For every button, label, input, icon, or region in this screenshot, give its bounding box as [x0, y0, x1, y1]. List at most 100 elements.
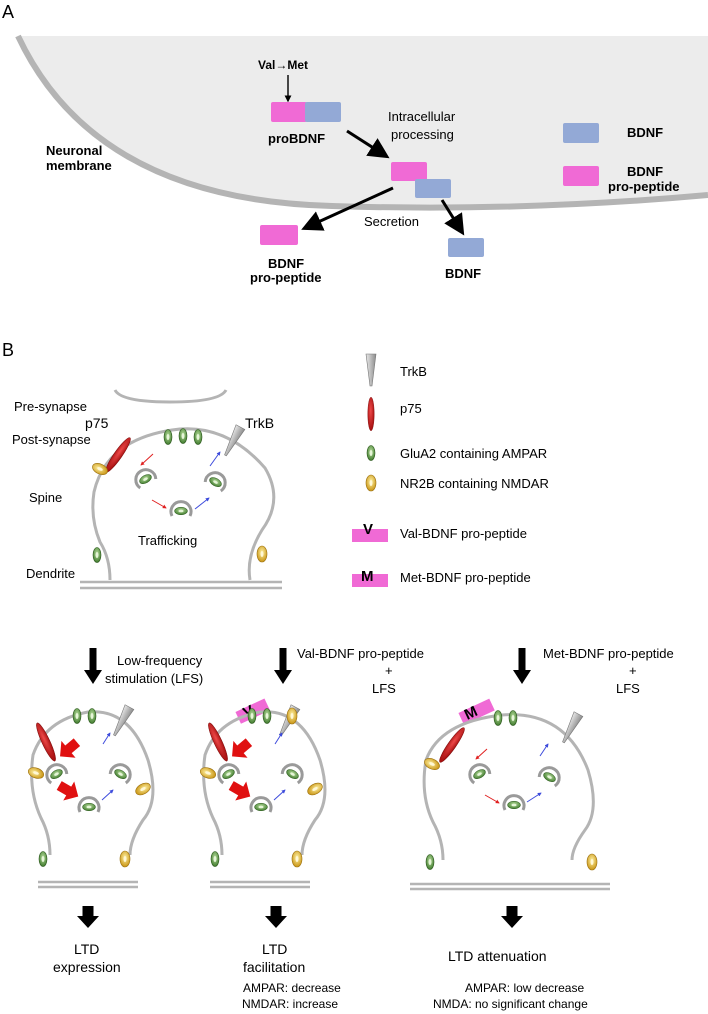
neuron-cytoplasm: [18, 36, 708, 208]
red-arrow-trafficking: [151, 499, 167, 509]
vesicle-endocytic: [130, 464, 159, 490]
ampar-dendrite: [92, 547, 102, 563]
legend-propeptide-label-line1: BDNF: [627, 164, 663, 179]
spine-val-vesicle-2: [249, 796, 273, 814]
processing-label-line1: Intracellular: [388, 109, 456, 124]
processing-arrow: [346, 129, 390, 159]
spine-met: [410, 710, 610, 891]
ampar-surface-3: [193, 429, 203, 445]
probdnf-propeptide-block: [271, 102, 307, 122]
secretion-label: Secretion: [364, 214, 419, 229]
spine-val-nmdar-1: [198, 765, 218, 781]
condition1-stim-line1: Low-frequency: [117, 653, 203, 668]
legend-met-glyph: M: [361, 568, 374, 585]
spine-lfs-nmdar-dendrite: [119, 850, 131, 868]
processed-bdnf-block: [415, 179, 451, 198]
spine-met-vesicle-2: [502, 794, 526, 812]
spine-lfs-ampar-1: [72, 708, 82, 724]
panel-b-letter: B: [2, 340, 14, 360]
legend-propeptide-swatch: [563, 166, 599, 186]
vesicle-recycling: [202, 467, 231, 493]
spine-lfs-trkb: [109, 704, 135, 739]
mutation-label: Val→Met: [258, 58, 308, 72]
processing-label-line2: processing: [391, 127, 454, 142]
spine-lfs-nmdar-2: [133, 780, 153, 798]
spine-val-ampar-1: [247, 708, 257, 724]
legend-ampar-label: GluA2 containing AMPAR: [400, 446, 547, 461]
legend-trkb-icon: [365, 353, 377, 387]
spine-membrane: [91, 427, 276, 581]
legend-val-glyph: V: [363, 521, 373, 538]
condition2-stim-line2: +: [385, 663, 393, 678]
spine-lfs-red-arrow-1: [52, 733, 84, 765]
result-arrow-2: [265, 906, 287, 928]
trafficking-label: Trafficking: [138, 533, 197, 548]
pre-synapse-label: Pre-synapse: [14, 399, 87, 414]
condition1-stim-line2: stimulation (LFS): [105, 671, 203, 686]
vesicle-trafficking: [169, 500, 193, 518]
spine-met-vesicle-1: [464, 759, 493, 785]
result2-line1: LTD: [262, 941, 287, 957]
processed-propeptide-block: [391, 162, 427, 181]
ampar-surface-2: [178, 428, 188, 444]
spine-met-ampar-1: [493, 710, 503, 726]
spine-val-ampar-2: [262, 708, 272, 724]
probdnf-bdnf-block: [305, 102, 341, 122]
spine-label: Spine: [29, 490, 62, 505]
met-propeptide-bound: M: [458, 698, 495, 725]
presynapse-membrane: [113, 389, 228, 404]
spine-val-vesicle-1: [213, 759, 242, 785]
membrane-label-line1: Neuronal: [46, 143, 102, 158]
spine-met-nmdar-dendrite: [586, 853, 598, 871]
secretion-arrow-propeptide: [301, 186, 394, 231]
condition3-stim-line1: Met-BDNF pro-peptide: [543, 646, 674, 661]
trkb-receptor: [220, 424, 246, 459]
secreted-propeptide-label-line1: BDNF: [268, 256, 304, 271]
spine-val-vesicle-3: [279, 759, 308, 785]
result3-line1: LTD attenuation: [448, 948, 547, 964]
trkb-label: TrkB: [245, 415, 274, 431]
synapse-schematic: [80, 389, 282, 590]
spine-lfs-ampar-2: [87, 708, 97, 724]
blue-arrow-recycling-2: [209, 451, 221, 467]
spine-met-vesicle-3: [536, 762, 565, 788]
probdnf-label: proBDNF: [268, 131, 325, 146]
ampar-surface-1: [163, 429, 173, 445]
result-arrow-3: [501, 906, 523, 928]
spine-lfs-nmdar-1: [26, 765, 46, 781]
val-lfs-arrow: [274, 648, 292, 684]
spine-lfs-vesicle-3: [107, 759, 136, 785]
spine-val: [198, 704, 327, 889]
legend-met-label: Met-BDNF pro-peptide: [400, 570, 531, 585]
spine-val-red-arrow-2: [225, 775, 256, 807]
result1-line2: expression: [53, 959, 121, 975]
legend-nmdar-label: NR2B containing NMDAR: [400, 476, 549, 491]
secreted-propeptide-block: [260, 225, 298, 245]
panel-a-letter: A: [2, 2, 14, 22]
legend-propeptide-label-line2: pro-peptide: [608, 179, 680, 194]
spine-met-ampar-dendrite: [425, 854, 435, 870]
secreted-propeptide-label-line2: pro-peptide: [250, 270, 322, 285]
secreted-bdnf-block: [448, 238, 484, 257]
legend-met-propeptide-icon: [352, 574, 388, 587]
legend-p75-label: p75: [400, 401, 422, 416]
condition2-stim-line3: LFS: [372, 681, 396, 696]
legend-trkb-label: TrkB: [400, 364, 427, 379]
post-synapse-label: Post-synapse: [12, 432, 91, 447]
result2-detail1: AMPAR: decrease: [243, 981, 341, 995]
legend-ampar-icon: [366, 445, 376, 461]
legend-bdnf-swatch: [563, 123, 599, 143]
spine-lfs-p75: [33, 721, 59, 763]
spine-lfs-red-arrow-2: [53, 775, 84, 807]
result3-detail1: AMPAR: low decrease: [465, 981, 584, 995]
spine-lfs-vesicle-2: [77, 796, 101, 814]
legend-val-propeptide-icon: [352, 529, 388, 542]
lfs-arrow: [84, 648, 102, 684]
result3-detail2: NMDA: no significant change: [433, 997, 588, 1011]
result2-line2: facilitation: [243, 959, 305, 975]
spine-val-nmdar-dendrite: [291, 850, 303, 868]
legend-nmdar-icon: [365, 474, 377, 492]
dendrite-label: Dendrite: [26, 566, 75, 581]
p75-label: p75: [85, 415, 109, 431]
